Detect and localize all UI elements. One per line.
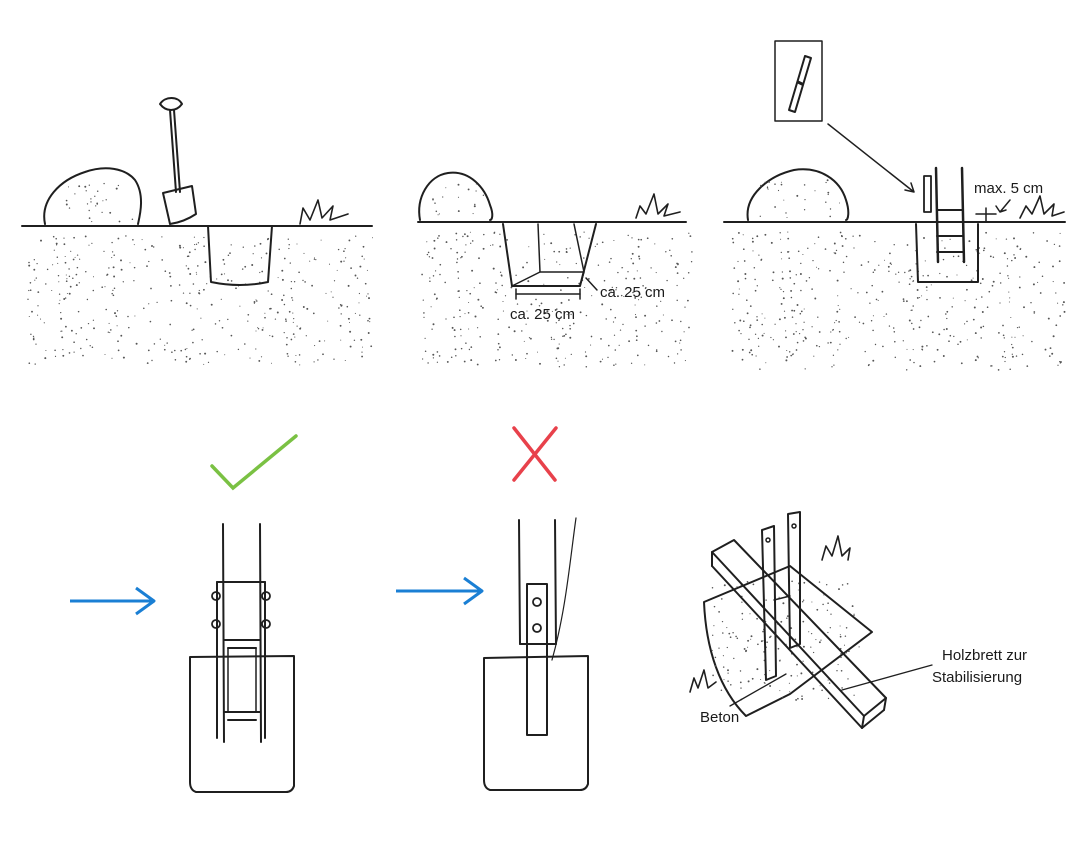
arrow-right-icon (396, 576, 484, 606)
pointer-arrow (827, 123, 915, 193)
panel-digging (21, 97, 374, 366)
concrete-block (703, 565, 873, 717)
board-label-line1: Holzbrett zur (942, 647, 1027, 664)
cross-icon (512, 426, 558, 482)
post-anchor (761, 511, 801, 681)
grass-tuft (1019, 195, 1065, 219)
level-inset (774, 40, 823, 122)
panel-hole-size: ca. 25 cm ca. 25 cm (417, 171, 693, 368)
rock (746, 168, 850, 221)
board-label-line2: Stabilisierung (932, 669, 1022, 686)
max-height-marker (975, 199, 1011, 223)
grass-tuft (689, 669, 717, 693)
rock (43, 167, 142, 225)
checkmark-icon (210, 434, 298, 491)
concrete-label: Beton (700, 709, 739, 726)
depth-label: ca. 25 cm (600, 284, 665, 301)
rock-texture (65, 182, 134, 223)
hole (502, 223, 598, 300)
post-anchor (934, 166, 966, 264)
concrete-block (483, 655, 589, 791)
soil-texture (27, 235, 374, 366)
grass-tuft (821, 535, 851, 561)
label-pointer (729, 673, 787, 707)
grass-tuft (635, 193, 681, 219)
grass-tuft (299, 199, 349, 225)
max-height-label: max. 5 cm (974, 180, 1043, 197)
concrete-block (189, 655, 295, 793)
wrong-example (396, 426, 589, 791)
post-with-anchor (518, 517, 577, 736)
panel-anchor: max. 5 cm (723, 40, 1066, 371)
width-label: ca. 25 cm (510, 306, 575, 323)
shovel (159, 97, 197, 225)
perspective-example: Beton Holzbrett zur Stabilisierung (689, 511, 1027, 729)
tilt-indicator (551, 517, 577, 661)
label-pointer (841, 664, 933, 691)
hole (915, 223, 979, 283)
wooden-board (711, 539, 887, 729)
spirit-level (923, 175, 932, 213)
hole (207, 225, 273, 286)
correct-example (70, 434, 298, 793)
post-with-anchor (211, 523, 271, 743)
rock (418, 171, 494, 221)
arrow-right-icon (70, 586, 156, 616)
